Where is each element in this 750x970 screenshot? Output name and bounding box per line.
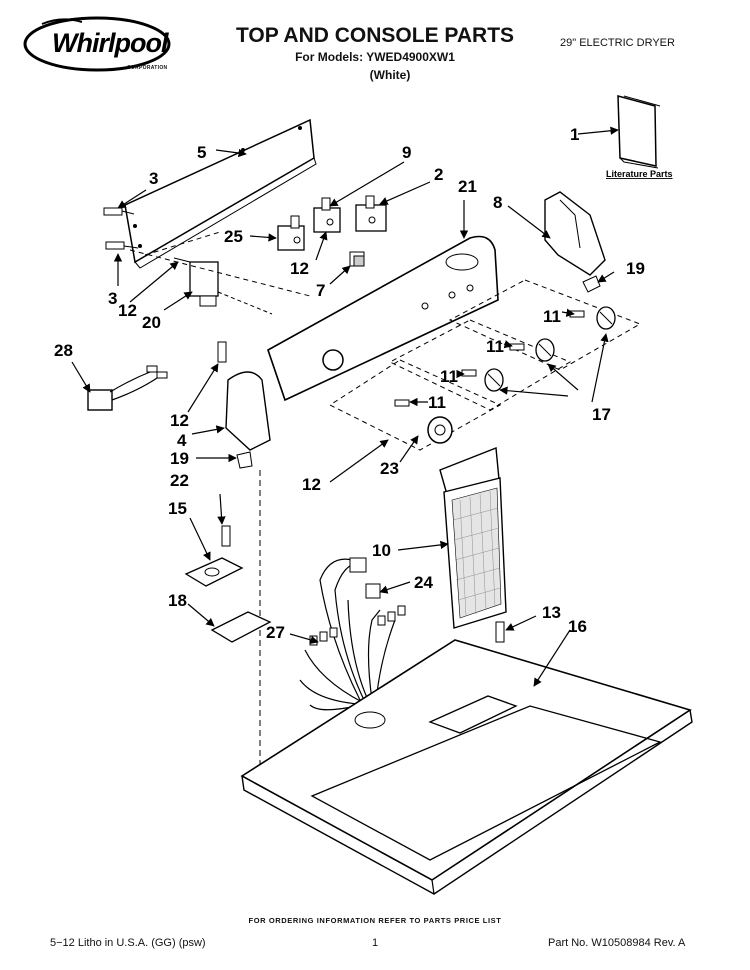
callout-25: 25 [224, 227, 243, 246]
callout-27: 27 [266, 623, 285, 642]
callout-19-top: 19 [626, 259, 645, 278]
switch-9 [313, 197, 341, 233]
callout-18: 18 [168, 591, 187, 610]
color-variant: (White) [369, 68, 411, 82]
product-type: 29" ELECTRIC DRYER [560, 37, 675, 49]
page-title: TOP AND CONSOLE PARTS [235, 24, 515, 47]
callout-23: 23 [380, 459, 399, 478]
clip-19-top [582, 275, 601, 293]
lint-screen-10 [439, 447, 507, 629]
callout-20: 20 [142, 313, 161, 332]
switch-2 [355, 195, 387, 232]
litho-line: 5−12 Litho in U.S.A. (GG) (psw) [50, 937, 206, 949]
callout-15: 15 [168, 499, 187, 518]
callout-leaders [71, 126, 619, 687]
brand-sub: CORPORATION [127, 65, 168, 71]
callout-11b: 11 [486, 337, 504, 356]
switch-25 [277, 215, 305, 251]
wire-harness-28 [87, 365, 168, 411]
literature-parts-label: Literature Parts [606, 169, 673, 179]
console-panel [267, 235, 499, 402]
screw-3a [103, 207, 135, 216]
callout-2: 2 [434, 165, 443, 184]
bracket-15 [184, 557, 244, 587]
callout-3-top: 3 [149, 169, 158, 188]
callout-24: 24 [414, 573, 433, 592]
callout-1: 1 [570, 125, 579, 144]
callout-3-bottom: 3 [108, 289, 117, 308]
knob-17c [484, 368, 504, 392]
ordering-note: FOR ORDERING INFORMATION REFER TO PARTS … [248, 916, 502, 925]
page-number: 1 [372, 937, 379, 949]
screw-22 [221, 525, 231, 547]
callout-17: 17 [592, 405, 611, 424]
part-7-clip [349, 251, 365, 267]
part-number: Part No. W10508984 Rev. A [548, 937, 686, 949]
callout-12-switch: 12 [290, 259, 309, 278]
callout-28: 28 [54, 341, 73, 360]
knob-17b [535, 338, 555, 362]
callout-11a: 11 [543, 307, 561, 326]
clip-19-lower [236, 451, 253, 469]
timer-20 [189, 261, 273, 315]
screw-13 [495, 621, 505, 643]
brand-logo-text: Whirlpool [52, 28, 168, 58]
part-24-clip [365, 583, 381, 599]
end-bracket-8 [544, 191, 606, 276]
bracket-18 [210, 611, 272, 643]
whirlpool-logo [23, 16, 171, 72]
harness-connector [349, 557, 367, 573]
callout-16: 16 [568, 617, 587, 636]
harness-terminals [309, 605, 406, 646]
callout-12-endcap: 12 [170, 411, 189, 430]
callout-19-lower: 19 [170, 449, 189, 468]
callout-22: 22 [170, 471, 189, 490]
callout-12-knob: 12 [302, 475, 321, 494]
console-mounting-plate [124, 118, 317, 269]
callout-5: 5 [197, 143, 206, 162]
callout-11c: 11 [440, 367, 458, 386]
callout-10: 10 [372, 541, 391, 560]
callout-12-left: 12 [118, 301, 137, 320]
callout-8: 8 [493, 193, 502, 212]
screw-12-endcap [217, 341, 227, 363]
literature-parts-book [617, 95, 661, 169]
top-panel-16 [240, 639, 693, 895]
knob-23 [427, 416, 453, 444]
callout-13: 13 [542, 603, 561, 622]
callout-11d: 11 [428, 393, 446, 412]
screw-3b [105, 241, 139, 250]
callout-7: 7 [316, 281, 325, 300]
callout-9: 9 [402, 143, 411, 162]
callout-21: 21 [458, 177, 477, 196]
end-cap-4 [225, 371, 271, 451]
callout-4: 4 [177, 431, 187, 450]
models-line: For Models: YWED4900XW1 [295, 50, 455, 64]
knob-17a [596, 306, 616, 330]
